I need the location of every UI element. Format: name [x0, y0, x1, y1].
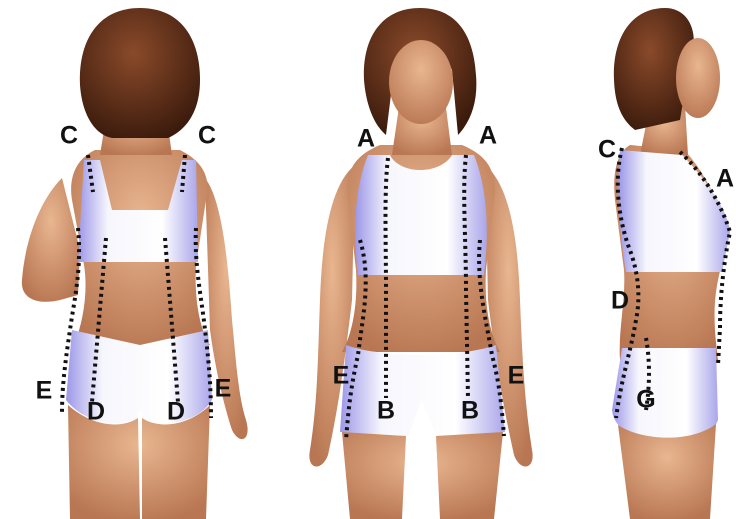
side-legs — [618, 424, 716, 519]
label-g-side: G — [636, 386, 655, 414]
side-face — [676, 38, 720, 118]
front-face — [389, 40, 453, 124]
side-bra — [618, 150, 730, 272]
label-a-front-right: A — [479, 122, 497, 150]
back-view-figure — [22, 8, 248, 519]
back-left-arm — [22, 178, 80, 302]
label-e-back-left: E — [36, 377, 53, 405]
label-e-front-left: E — [333, 362, 350, 390]
line-a-front-left — [386, 158, 389, 398]
label-b-front-left: B — [377, 397, 395, 425]
label-c-back-left: C — [60, 122, 78, 150]
label-e-front-right: E — [508, 362, 525, 390]
front-bra — [355, 155, 487, 275]
label-a-side: A — [716, 165, 734, 193]
label-d-back-left: D — [87, 398, 105, 426]
front-shorts — [340, 345, 505, 436]
label-e-back-right: E — [215, 375, 232, 403]
side-view-figure — [612, 8, 730, 519]
label-d-side: D — [611, 287, 629, 315]
label-d-back-right: D — [167, 398, 185, 426]
label-c-back-right: C — [198, 122, 216, 150]
label-c-side: C — [598, 136, 616, 164]
front-view-figure — [309, 8, 532, 519]
label-a-front-left: A — [357, 125, 375, 153]
label-b-front-right: B — [461, 397, 479, 425]
back-hair — [80, 8, 200, 138]
front-legs — [342, 432, 503, 519]
